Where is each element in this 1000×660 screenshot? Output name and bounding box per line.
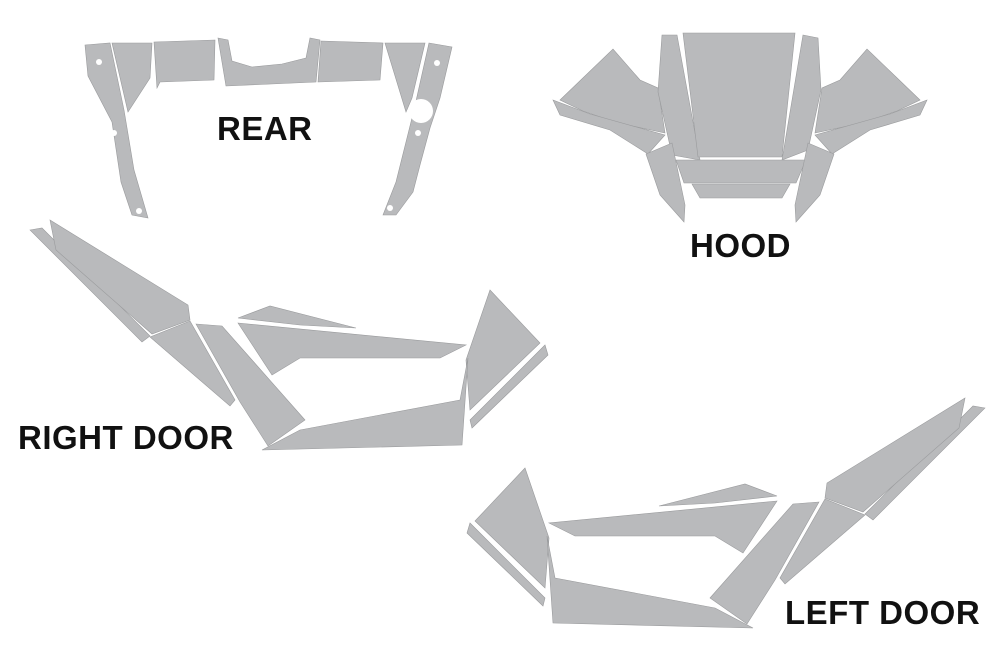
door-bottom-panel xyxy=(546,535,754,629)
rear-cutout xyxy=(409,99,433,123)
rear-hole xyxy=(111,130,117,136)
door-rear-strip xyxy=(466,522,546,607)
door-rear-panel xyxy=(474,467,550,589)
rear-right-pillar xyxy=(382,42,453,216)
hood-front-lip xyxy=(691,183,791,199)
door-front-panel xyxy=(709,501,820,625)
door-strip-outer xyxy=(29,227,151,343)
hood-panels xyxy=(552,32,928,223)
door-lower-front xyxy=(149,320,236,407)
hood-left-side xyxy=(657,34,701,161)
hood-right-flap xyxy=(794,142,835,223)
rear-label: REAR xyxy=(217,110,313,147)
rear-hole xyxy=(415,130,421,136)
rear-left-pillar xyxy=(84,42,149,219)
door-strip-upper xyxy=(49,219,191,335)
door-strip-upper xyxy=(824,397,966,513)
rear-right-panel xyxy=(317,40,384,83)
left-door-panels xyxy=(466,397,986,629)
rear-hole xyxy=(136,208,142,214)
door-lower-front xyxy=(779,498,866,585)
rear-left-panel xyxy=(153,39,216,90)
rear-left-inner xyxy=(111,42,153,113)
door-bottom-panel xyxy=(261,357,469,451)
hood-right-side xyxy=(781,34,822,161)
right-door-label: RIGHT DOOR xyxy=(18,419,234,456)
door-front-panel xyxy=(195,323,306,447)
door-rear-panel xyxy=(465,289,541,411)
rear-right-inner xyxy=(384,42,426,113)
rear-hole xyxy=(96,59,102,65)
rear-hole xyxy=(387,205,393,211)
rear-hole xyxy=(434,60,440,66)
right-door-panels xyxy=(29,219,549,451)
rear-center-panel xyxy=(217,37,321,87)
door-rear-strip xyxy=(469,344,549,429)
hood-right-wing xyxy=(814,48,921,134)
hood-label: HOOD xyxy=(690,227,791,264)
left-door-label: LEFT DOOR xyxy=(785,594,981,631)
door-middle-panel xyxy=(547,500,778,554)
door-top-sliver xyxy=(658,483,778,507)
rear-panels xyxy=(84,37,453,219)
door-middle-panel xyxy=(237,322,468,376)
hood-left-wing xyxy=(559,48,666,134)
door-top-sliver xyxy=(237,305,357,329)
hood-front-band xyxy=(675,159,807,184)
door-strip-outer xyxy=(864,405,986,521)
hood-center xyxy=(682,32,796,158)
hood-left-flap xyxy=(645,142,686,223)
